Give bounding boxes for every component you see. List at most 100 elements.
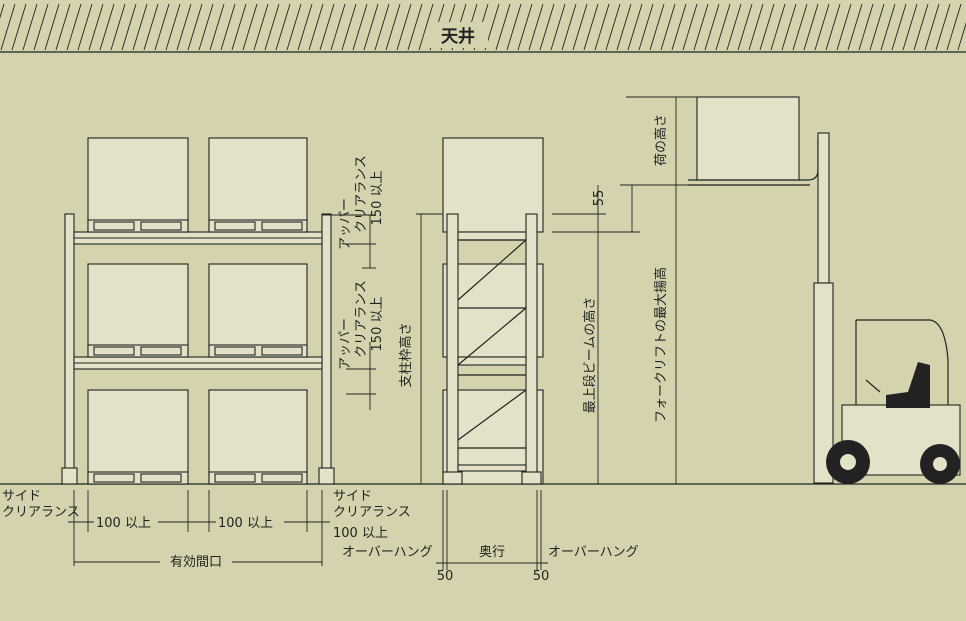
hatch-line: [836, 3, 852, 51]
hatch-line: [132, 3, 148, 51]
hatch-line: [682, 3, 698, 51]
hatch-line: [264, 3, 280, 51]
gap-mid-label: 100 以上: [218, 516, 273, 531]
effective-width-label: 有効間口: [170, 555, 222, 570]
forklift-seat: [886, 362, 930, 408]
hatch-line: [374, 3, 390, 51]
hatch-line: [121, 3, 137, 51]
hatch-line: [891, 3, 907, 51]
side-clearance-left-line1: サイド: [2, 489, 41, 504]
hatch-line: [913, 3, 929, 51]
hatch-line: [880, 3, 896, 51]
side-clearance-right-line1: サイド: [333, 489, 372, 504]
overhang-right-label: オーバーハング: [548, 545, 639, 560]
hatch-line: [418, 3, 434, 51]
hatch-line: [275, 3, 291, 51]
hatch-line: [55, 3, 71, 51]
hatch-line: [803, 3, 819, 51]
hatch-line: [561, 3, 577, 51]
hatch-line: [33, 3, 49, 51]
hatch-line: [495, 3, 511, 51]
hatch-line: [869, 3, 885, 51]
max-lift-height-wrap: フォークリフトの最大揚高: [653, 267, 669, 423]
hatch-line: [209, 3, 225, 51]
hatch-line: [363, 3, 379, 51]
upper-clearance-top-line3: 150 以上: [370, 171, 385, 226]
hatch-line: [902, 3, 918, 51]
hatch-line: [770, 3, 786, 51]
upper-clearance-mid-2: クリアランス: [354, 280, 369, 358]
hatch-line: [627, 3, 643, 51]
hatch-line: [407, 3, 423, 51]
column-height-label: 支柱枠高さ: [398, 322, 414, 387]
side-rack: [442, 137, 544, 485]
side-upright-front: [446, 213, 459, 483]
forklift-load: [696, 96, 800, 181]
side-clearance-right-line2: クリアランス: [333, 505, 411, 520]
hatch-line: [704, 3, 720, 51]
right-upright: [321, 213, 332, 483]
hatch-line: [605, 3, 621, 51]
hatch-line: [88, 3, 104, 51]
upper-clearance-top-3: 150 以上: [370, 171, 385, 226]
overhang-left-value: 50: [437, 569, 454, 584]
hatch-line: [814, 3, 830, 51]
hatch-line: [286, 3, 302, 51]
hatch-line: [539, 3, 555, 51]
ceiling-hatch: [0, 3, 966, 53]
forklift: [688, 96, 961, 484]
hatch-line: [165, 3, 181, 51]
upper-clearance-top-line1: アッパー: [338, 198, 353, 250]
top-beam-height-wrap: 最上段ビームの高さ: [582, 297, 598, 414]
hatch-line: [0, 3, 16, 51]
hatch-line: [715, 3, 731, 51]
top-gap-label: 55: [592, 190, 607, 207]
hatch-line: [528, 3, 544, 51]
overhang-right-value: 50: [533, 569, 550, 584]
hatch-line: [946, 3, 962, 51]
hatch-line: [583, 3, 599, 51]
hatch-line: [781, 3, 797, 51]
gap-left-label: 100 以上: [96, 516, 151, 531]
hatch-line: [737, 3, 753, 51]
left-upright: [64, 213, 75, 483]
hatch-line: [792, 3, 808, 51]
upper-clearance-mid-line2: クリアランス: [354, 280, 369, 358]
hatch-line: [759, 3, 775, 51]
hatch-line: [176, 3, 192, 51]
upper-clearance-top-2: クリアランス: [354, 155, 369, 233]
hatch-line: [352, 3, 368, 51]
hatch-line: [143, 3, 159, 51]
load-mid-right: [208, 263, 308, 358]
front-rack: [61, 137, 335, 485]
hatch-line: [11, 3, 27, 51]
overhang-left-label: オーバーハング: [342, 545, 433, 560]
hatch-line: [231, 3, 247, 51]
hatch-line: [66, 3, 82, 51]
load-bottom-left: [87, 389, 189, 485]
hatch-line: [242, 3, 258, 51]
hatch-line: [385, 3, 401, 51]
ceiling-label-bg: [428, 22, 488, 48]
upper-clearance-mid-line1: アッパー: [338, 318, 353, 370]
hatch-line: [396, 3, 412, 51]
hatch-line: [198, 3, 214, 51]
depth-label: 奥行: [479, 545, 505, 560]
upper-clearance-mid: アッパー: [338, 318, 353, 370]
hatch-line: [649, 3, 665, 51]
left-foot: [61, 467, 78, 485]
hatch-line: [517, 3, 533, 51]
hatch-line: [957, 22, 966, 51]
hatch-line: [330, 3, 346, 51]
column-height-label-wrap: 支柱枠高さ: [398, 322, 414, 387]
hatch-line: [154, 3, 170, 51]
hatch-line: [99, 3, 115, 51]
outer-mast: [813, 282, 834, 484]
hatch-line: [594, 3, 610, 51]
hatch-line: [253, 3, 269, 51]
hatch-line: [924, 3, 940, 51]
top-gap-wrap: 55: [592, 190, 607, 207]
hatch-line: [748, 3, 764, 51]
max-lift-height-label: フォークリフトの最大揚高: [653, 267, 669, 423]
